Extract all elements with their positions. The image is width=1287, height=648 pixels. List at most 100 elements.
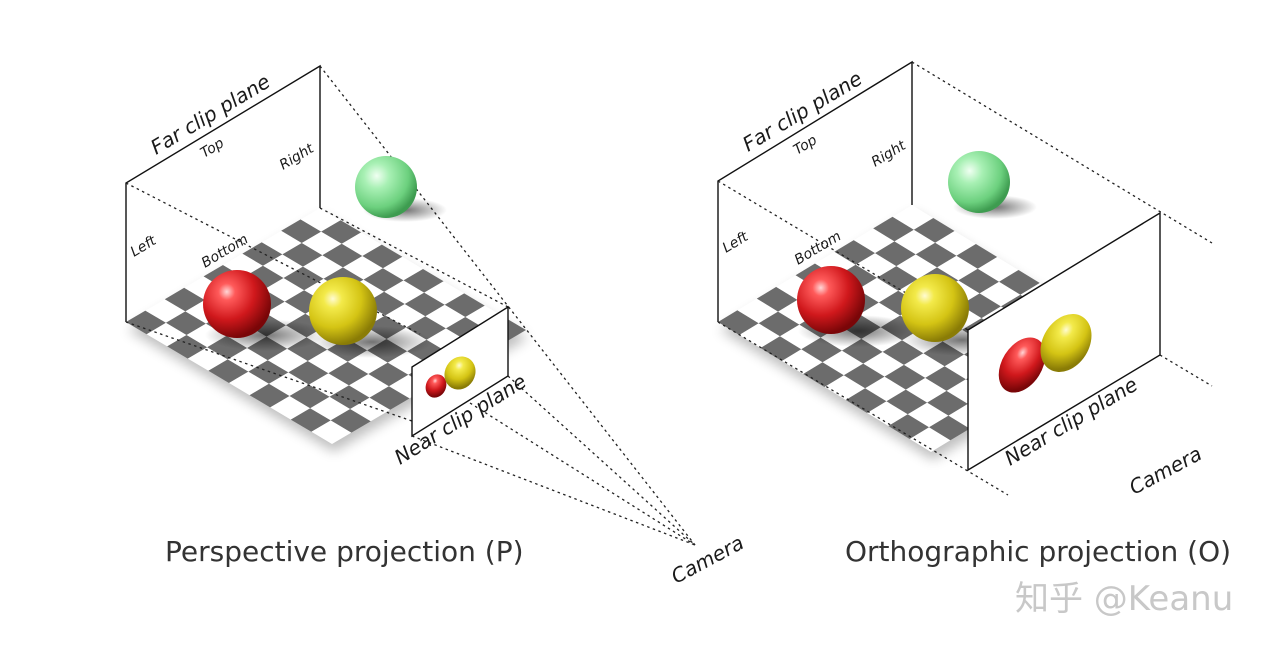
floor-left-tile xyxy=(164,287,205,312)
floor-left-tile xyxy=(166,311,206,335)
floor-right-tile xyxy=(857,277,899,303)
floor-left-tile xyxy=(424,281,465,305)
floor-right-tile xyxy=(855,253,897,278)
floor-right-tile xyxy=(935,231,976,256)
floor-left-tile xyxy=(309,373,349,397)
floor-right-tile xyxy=(927,390,968,416)
far-plane-outline-right xyxy=(717,60,913,322)
watermark: 知乎 @Keanu xyxy=(1015,579,1233,619)
floor-left-tile xyxy=(363,268,404,292)
floor-right-tile xyxy=(915,242,957,268)
floor-right-tile xyxy=(925,366,966,391)
ortho-edge-far-diagonal xyxy=(717,180,969,331)
floor-right-tile xyxy=(904,353,945,378)
top-label-left: Top xyxy=(198,135,227,161)
floor-left-tile xyxy=(303,255,343,279)
floor-right-tile xyxy=(718,310,759,335)
green-sphere xyxy=(355,156,417,218)
floor-right-tile xyxy=(937,255,978,281)
floor-left-tile xyxy=(385,304,426,328)
orthographic-caption: Orthographic projection (O) xyxy=(845,535,1231,568)
red-sphere xyxy=(203,270,271,338)
floor-left-tile xyxy=(146,322,187,347)
floor-right-tile xyxy=(913,218,955,243)
ortho-edge-right xyxy=(1159,354,1213,387)
floor-left-tile xyxy=(269,372,309,396)
yellow-sphere xyxy=(309,277,377,345)
floor-left-tile xyxy=(328,361,369,386)
floor-left-tile xyxy=(283,266,324,291)
floor-left-tile xyxy=(187,347,228,371)
floor-left-tile xyxy=(264,278,305,302)
perspective-near-plane xyxy=(411,305,696,546)
floor-right-tile xyxy=(822,350,864,376)
floor-right-tile xyxy=(875,241,916,267)
floor-left-tile xyxy=(248,360,289,384)
floor-left-tile xyxy=(349,374,389,398)
red-sphere-right xyxy=(797,266,865,334)
right-label-left: Right xyxy=(277,140,317,173)
far-plane-outline xyxy=(125,64,321,322)
floor-left-tile xyxy=(321,220,362,244)
floor-right-tile xyxy=(907,402,949,428)
right-label-right: Right xyxy=(869,137,909,170)
floor-left-tile xyxy=(369,386,410,410)
floor-left-tile xyxy=(307,349,348,374)
floor-left-tile xyxy=(282,243,323,267)
floor-right-tile xyxy=(867,401,908,426)
top-label-right: Top xyxy=(791,132,820,158)
floor-left-tile xyxy=(404,292,445,317)
floor-left-tile xyxy=(288,361,329,385)
floor-right-tile xyxy=(882,340,924,365)
near-plane-yellow-projection xyxy=(444,356,476,390)
floor-left-tile xyxy=(265,301,306,326)
floor-left-tile xyxy=(403,269,444,293)
far-plane-diagonal xyxy=(125,182,421,335)
perspective-diagram: Far clip plane Top Right Left Bottom Nea… xyxy=(125,64,748,588)
floor-right-tile xyxy=(977,257,1019,282)
floor-right-tile xyxy=(892,205,934,230)
floor-right-tile xyxy=(737,298,779,324)
floor-right-tile xyxy=(781,349,823,374)
floor-right-tile xyxy=(884,364,926,390)
floor-left-tile xyxy=(362,244,403,269)
near-plane-yellow-projection-right xyxy=(1040,314,1092,372)
floor-left-tile xyxy=(289,384,330,409)
floor-right-tile xyxy=(886,389,928,415)
floor-right-tile xyxy=(873,216,914,242)
floor-left-tile xyxy=(229,371,269,396)
floor-right-tile xyxy=(896,254,938,280)
floor-right-tile xyxy=(760,336,802,361)
floor-right-tile xyxy=(780,324,821,350)
floor-left-tile xyxy=(425,304,466,329)
yellow-sphere-right xyxy=(901,274,969,342)
floor-right-tile xyxy=(853,228,895,254)
left-label-left: Left xyxy=(128,233,160,261)
orthographic-diagram: Far clip plane Top Right Left Bottom Nea… xyxy=(717,60,1231,568)
orthographic-box xyxy=(717,60,1213,496)
floor-right-tile xyxy=(824,375,866,400)
floor-right-tile xyxy=(909,427,951,452)
frustum-edge-near-top xyxy=(507,375,696,546)
ortho-edge-top xyxy=(911,61,1213,244)
floor-left-tile xyxy=(383,256,423,281)
floor-left-tile xyxy=(208,359,249,383)
floor-right-tile xyxy=(756,286,798,312)
floor-right-tile xyxy=(894,229,936,255)
floor-right-tile xyxy=(905,377,947,403)
floor-right-tile xyxy=(843,363,885,389)
floor-left-tile xyxy=(281,219,322,243)
floor-right-tile xyxy=(929,415,970,441)
near-plane-red-projection-right xyxy=(998,337,1046,393)
floor-left-tile xyxy=(167,335,208,359)
floor-left-tile xyxy=(311,420,352,444)
floor-right-tile xyxy=(865,376,906,402)
floor-right-tile xyxy=(834,240,876,265)
frustum-edge-near-mid xyxy=(469,402,696,546)
floor-right-tile xyxy=(958,268,1000,294)
floor-right-tile xyxy=(956,244,998,269)
floor-right-tile xyxy=(739,323,780,348)
floor-left-tile xyxy=(270,396,311,420)
perspective-frustum xyxy=(125,64,696,546)
